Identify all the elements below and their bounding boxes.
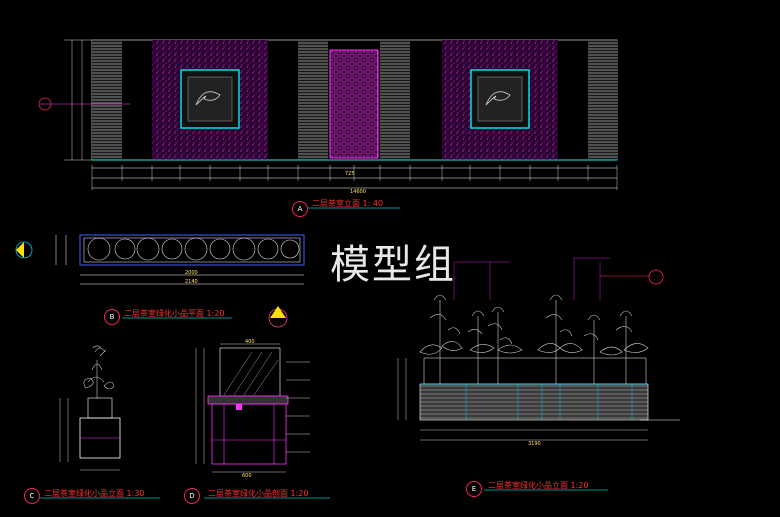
dim-plan-inner: 2000 <box>185 270 198 276</box>
tag-d: D <box>184 488 200 504</box>
section-view <box>195 343 310 473</box>
watermark-text: 模型组 <box>330 242 456 288</box>
dim-right-total: 3190 <box>528 441 541 447</box>
tag-a: A <box>292 201 308 217</box>
right-elevation <box>397 257 680 441</box>
title-top-elevation: 二层茶室立面 1: 40 <box>312 199 384 208</box>
right-window-frame <box>470 69 530 129</box>
title-right-elevation: 二层茶室绿化小品立面 1:20 <box>488 481 589 490</box>
title-section: 二层茶室绿化小品剖面 1:20 <box>208 489 309 498</box>
tag-b: B <box>104 309 120 325</box>
title-underlines <box>40 207 608 499</box>
dim-top-total: 14600 <box>350 189 366 195</box>
dim-plan-total: 2140 <box>185 279 198 285</box>
small-elevation <box>59 345 121 471</box>
tag-e: E <box>466 481 482 497</box>
tag-c: C <box>24 488 40 504</box>
section-marker-left <box>15 241 33 259</box>
dim-section-bottom: 600 <box>242 473 252 479</box>
title-plan: 二层茶室绿化小品平面 1:20 <box>124 309 225 318</box>
dim-section-top: 400 <box>245 339 255 345</box>
plan-view <box>15 234 305 328</box>
dim-top-mid: 725 <box>345 171 355 177</box>
plant-group <box>419 294 649 384</box>
top-elevation <box>38 39 618 190</box>
title-small-elevation: 二层茶室绿化小品立面 1:30 <box>44 489 145 498</box>
section-marker-mid <box>268 306 288 328</box>
left-window-frame <box>180 69 240 129</box>
